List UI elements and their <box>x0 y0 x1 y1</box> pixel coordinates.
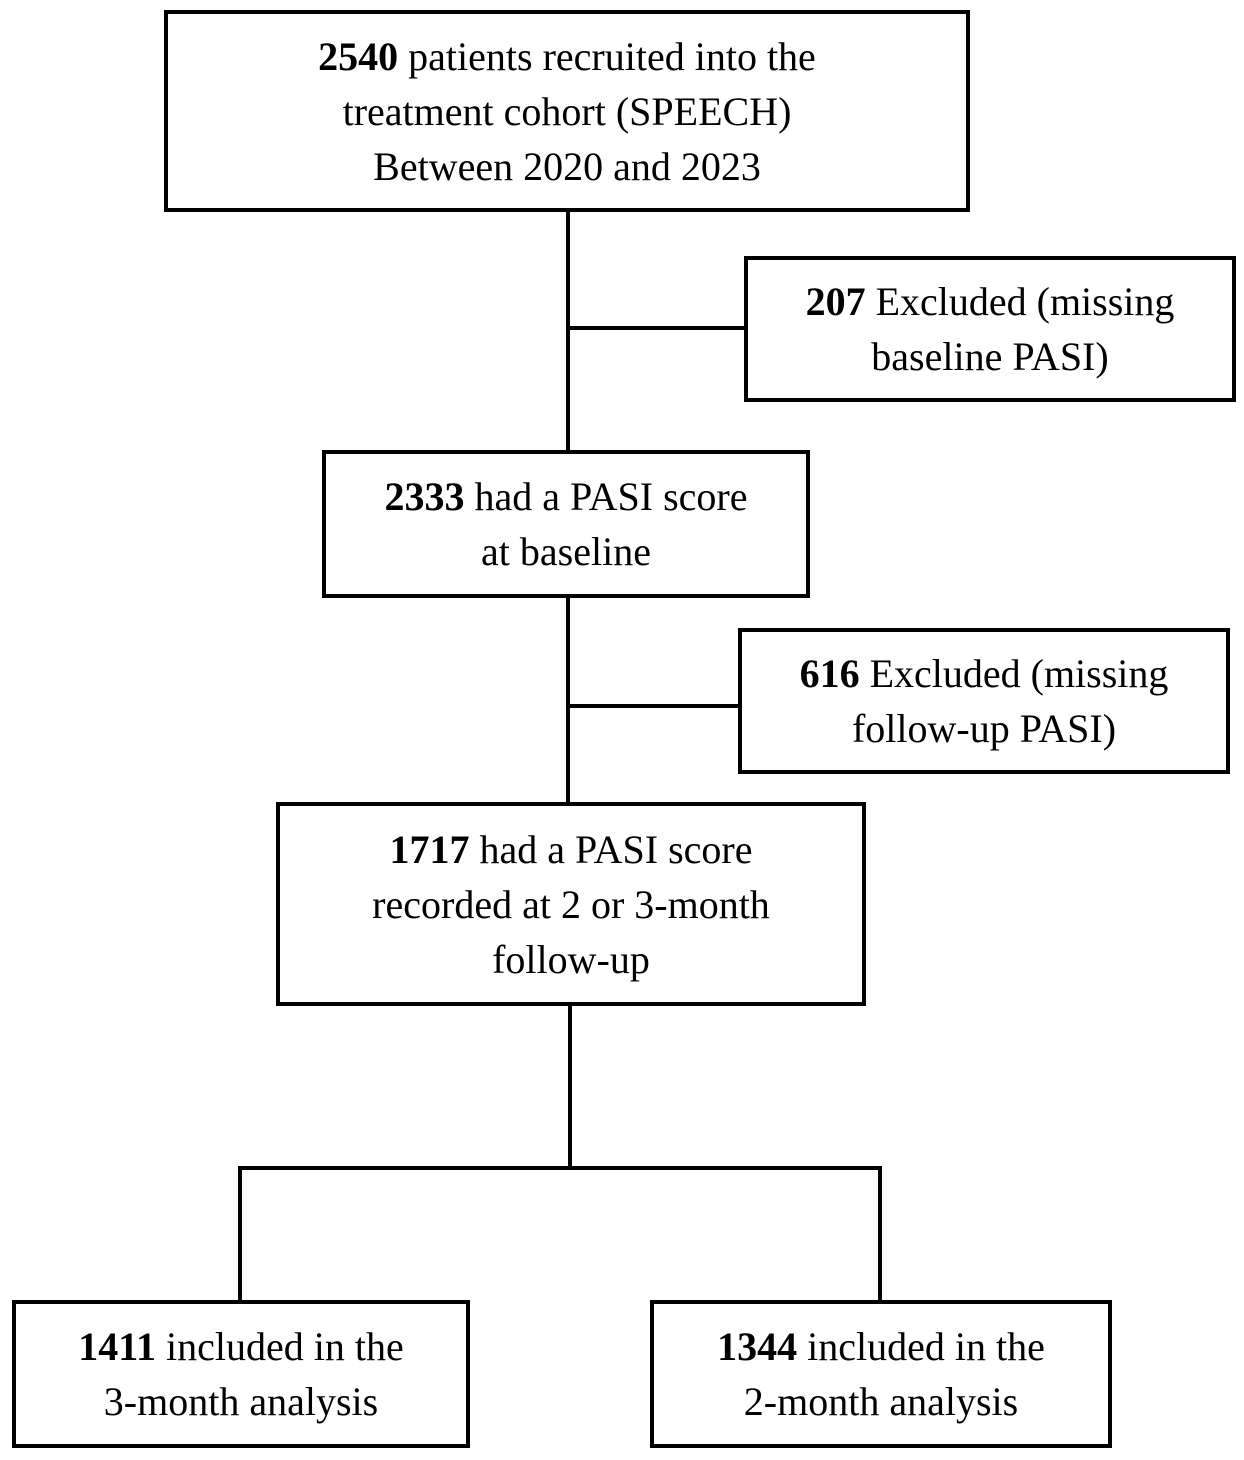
followup-line-3: follow-up <box>492 936 650 982</box>
recruited-count: 2540 <box>318 33 399 79</box>
baseline-box: 2333 had a PASI score at baseline <box>322 450 810 598</box>
connector-branch-excluded-followup <box>566 704 742 708</box>
excluded-followup-line-2: follow-up PASI) <box>851 706 1117 751</box>
followup-count: 1717 <box>389 826 470 872</box>
three-month-line-2: 3-month analysis <box>103 1379 379 1424</box>
three-month-count: 1411 <box>78 1324 157 1369</box>
excluded-baseline-box: 207 Excluded (missing baseline PASI) <box>744 256 1236 402</box>
baseline-line-2: at baseline <box>481 529 651 574</box>
recruited-box: 2540 patients recruited into the treatme… <box>164 10 970 212</box>
followup-line-1: 1717 had a PASI score <box>389 826 753 872</box>
connector-baseline-to-followup <box>566 594 570 806</box>
baseline-line-1: 2333 had a PASI score <box>384 474 748 519</box>
connector-branch-excluded-baseline <box>566 326 748 330</box>
connector-followup-to-split <box>568 1002 572 1170</box>
excluded-followup-line-1: 616 Excluded (missing <box>799 651 1169 696</box>
three-month-line-1: 1411 included in the <box>78 1324 404 1369</box>
two-month-count: 1344 <box>717 1324 798 1369</box>
baseline-count: 2333 <box>384 474 465 519</box>
followup-box: 1717 had a PASI score recorded at 2 or 3… <box>276 802 866 1006</box>
connector-split-to-two-month <box>878 1166 882 1304</box>
excluded-followup-count: 616 <box>799 651 860 696</box>
recruited-line-1: 2540 patients recruited into the <box>318 33 816 79</box>
connector-split-horizontal <box>238 1166 882 1170</box>
connector-split-to-three-month <box>238 1166 242 1304</box>
two-month-line-2: 2-month analysis <box>743 1379 1019 1424</box>
excluded-baseline-count: 207 <box>805 279 866 324</box>
followup-line-2: recorded at 2 or 3-month <box>372 881 770 927</box>
two-month-line-1: 1344 included in the <box>717 1324 1045 1369</box>
excluded-baseline-line-1: 207 Excluded (missing <box>805 279 1175 324</box>
three-month-box: 1411 included in the 3-month analysis <box>12 1300 470 1448</box>
recruited-line-3: Between 2020 and 2023 <box>373 143 761 189</box>
excluded-baseline-line-2: baseline PASI) <box>871 334 1109 379</box>
excluded-followup-box: 616 Excluded (missing follow-up PASI) <box>738 628 1230 774</box>
recruited-line-2: treatment cohort (SPEECH) <box>342 88 792 134</box>
connector-recruited-to-baseline <box>566 208 570 454</box>
two-month-box: 1344 included in the 2-month analysis <box>650 1300 1112 1448</box>
